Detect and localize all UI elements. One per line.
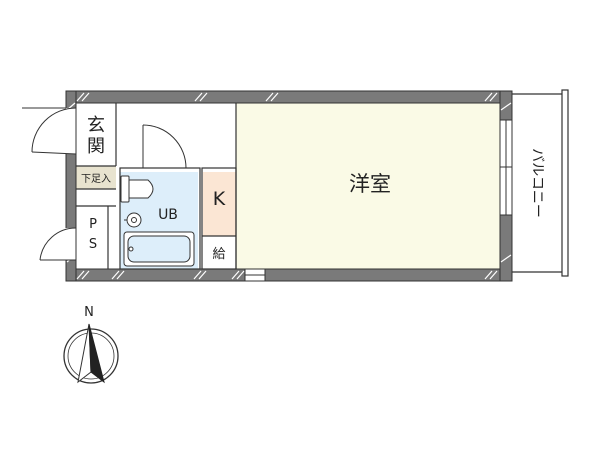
- interior-walls: [76, 103, 237, 270]
- unit-bath-label: UB: [158, 207, 178, 223]
- entry-door: [22, 107, 77, 155]
- genkan-label-bottom: 関: [87, 136, 105, 157]
- bathtub-icon: [123, 231, 195, 267]
- hallway-floor: [117, 103, 236, 168]
- compass-icon: [63, 323, 119, 384]
- genkan-label-top: 玄: [87, 115, 105, 136]
- ps-label-bottom: S: [89, 237, 97, 252]
- toilet-icon: [120, 175, 154, 203]
- western-room-label: 洋室: [349, 172, 391, 196]
- bath-door: [142, 124, 187, 169]
- outer-walls: [65, 90, 513, 282]
- sink-icon: [124, 212, 142, 228]
- compass-north-label: N: [84, 305, 94, 320]
- ps-door: [39, 227, 77, 261]
- kitchen-floor: [203, 172, 236, 236]
- kitchen-window: [244, 268, 266, 282]
- balcony-outline: [512, 89, 569, 277]
- ps-label-top: P: [89, 217, 97, 232]
- shoe-storage-floor: [76, 166, 116, 189]
- water-heater-label: 給: [212, 247, 225, 262]
- entry-door-opening: [65, 108, 77, 154]
- balcony-label: バルコニー: [529, 148, 545, 218]
- balcony-window: [499, 119, 513, 216]
- western-room-floor: [236, 103, 500, 273]
- ps-door-opening: [65, 228, 77, 260]
- kitchen-label: K: [213, 188, 226, 210]
- shoe-storage-label: 下足入: [81, 173, 111, 185]
